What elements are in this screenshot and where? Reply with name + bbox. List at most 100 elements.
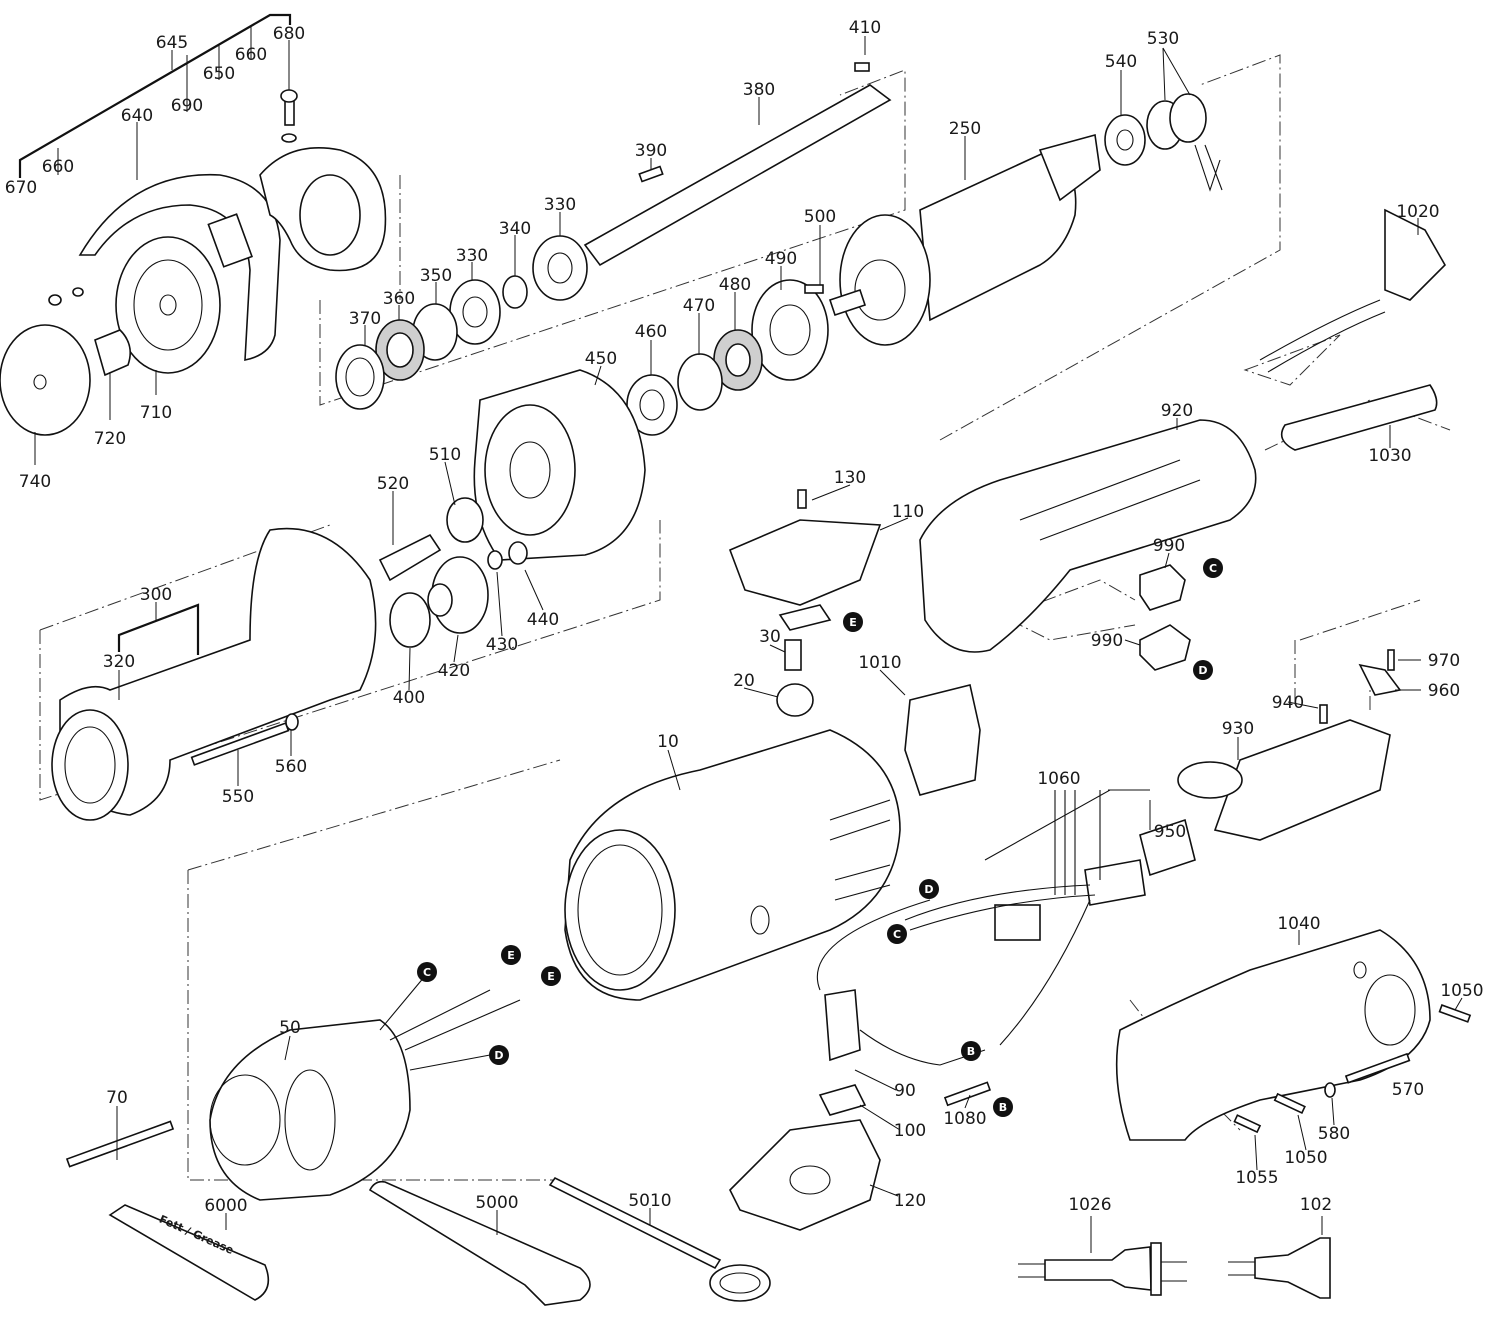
part-number-label: 50 (279, 1018, 301, 1038)
carbon-brush-30 (784, 639, 802, 671)
brush-cover-110 (728, 519, 882, 606)
part-number-label: 660 (42, 157, 74, 177)
part-number-label: 540 (1105, 52, 1137, 72)
part-number-label: 1050 (1440, 981, 1483, 1001)
part-number-label: 420 (438, 661, 470, 681)
capacitor-box (994, 904, 1041, 941)
connector-dot (489, 1045, 509, 1065)
connector-block (1084, 859, 1146, 906)
part-number-label: 1055 (1235, 1168, 1278, 1188)
connector-dot (919, 879, 939, 899)
part-number-label: 650 (203, 64, 235, 84)
connector-marker: D (919, 879, 939, 899)
part-number-label: 940 (1272, 693, 1304, 713)
side-handle-1040 (1115, 929, 1431, 1141)
connector-marker: D (1193, 660, 1213, 680)
part-number-label: 480 (719, 275, 751, 295)
part-number-label: 120 (894, 1191, 926, 1211)
plug-102x (1254, 1237, 1331, 1299)
screw-940 (1319, 704, 1328, 724)
spacer-720 (94, 329, 131, 377)
part-number-label: 1050 (1284, 1148, 1327, 1168)
spindle-group (335, 36, 892, 410)
washer-580 (1324, 1082, 1336, 1098)
plug-1026 (1044, 1246, 1152, 1291)
part-number-label: 110 (892, 502, 924, 522)
part-number-label: 100 (894, 1121, 926, 1141)
part-number-label: 460 (635, 322, 667, 342)
part-number-label: 1020 (1396, 202, 1439, 222)
part-number-label: 645 (156, 33, 188, 53)
switch-button (1177, 761, 1243, 799)
connector-letter: E (547, 970, 555, 983)
nut-740 (0, 324, 91, 436)
connector-dot (887, 924, 907, 944)
suppressor-1010 (904, 684, 981, 796)
part-number-label: 102 (1300, 1195, 1332, 1215)
terminal-990b (1139, 624, 1191, 671)
gear-head-300 (59, 527, 377, 816)
part-number-label: 930 (1222, 719, 1254, 739)
part-number-label: 1080 (943, 1109, 986, 1129)
connector-dot (961, 1041, 981, 1061)
connector-marker: E (541, 966, 561, 986)
label-plate-690 (207, 213, 253, 268)
screw-130 (797, 489, 807, 509)
part-number-label: 1040 (1277, 914, 1320, 934)
ring-340 (502, 275, 528, 309)
part-number-label: 640 (121, 106, 153, 126)
part-number-label: 330 (544, 195, 576, 215)
flange-710 (115, 236, 221, 374)
part-number-label: 660 (235, 45, 267, 65)
part-number-label: 740 (19, 472, 51, 492)
connector-dot (501, 945, 521, 965)
connector-letter: E (507, 949, 515, 962)
screw-1050b (1273, 1092, 1306, 1115)
screw-970 (1387, 649, 1395, 671)
part-number-label: 580 (1318, 1124, 1350, 1144)
connector-dot (541, 966, 561, 986)
handle-920 (919, 419, 1257, 653)
connector-marker: C (887, 924, 907, 944)
part-number-label: 550 (222, 787, 254, 807)
key-390 (638, 165, 664, 183)
connector-letter: B (999, 1101, 1007, 1114)
connector-letter: C (893, 928, 901, 941)
bearing-plate-490 (751, 279, 829, 381)
part-number-label: 720 (94, 429, 126, 449)
side-handle-group (1115, 929, 1472, 1171)
connector-letter: D (494, 1049, 503, 1062)
connector-letter: E (849, 616, 857, 629)
part-number-label: 920 (1161, 401, 1193, 421)
part-number-label: 680 (273, 24, 305, 44)
part-number-label: 380 (743, 80, 775, 100)
part-number-label: 490 (765, 249, 797, 269)
bearing-400 (389, 592, 431, 648)
connector-dot (993, 1097, 1013, 1117)
spindle-380 (583, 84, 892, 267)
screw-1050a (1438, 1004, 1472, 1023)
connector-letter: C (423, 966, 431, 979)
part-number-label: 970 (1428, 651, 1460, 671)
part-number-label: 390 (635, 141, 667, 161)
part-number-label: 470 (683, 296, 715, 316)
plate-100 (818, 1084, 867, 1116)
part-number-label: 950 (1154, 822, 1186, 842)
connector-marker: E (843, 612, 863, 632)
screw-670 (48, 294, 62, 306)
part-number-label: 400 (393, 688, 425, 708)
part-number-label: 530 (1147, 29, 1179, 49)
connector-letter: D (1198, 664, 1207, 677)
part-number-label: 320 (103, 652, 135, 672)
connector-dot (843, 612, 863, 632)
connector-dot (1203, 558, 1223, 578)
part-number-label: 1010 (858, 653, 901, 673)
tools-group: Fett / Grease (108, 1176, 1331, 1306)
part-number-label: 440 (527, 610, 559, 630)
pin-wrench-5010 (548, 1176, 722, 1270)
part-number-label: 1030 (1368, 446, 1411, 466)
part-number-label: 710 (140, 403, 172, 423)
connector-marker: C (417, 962, 437, 982)
